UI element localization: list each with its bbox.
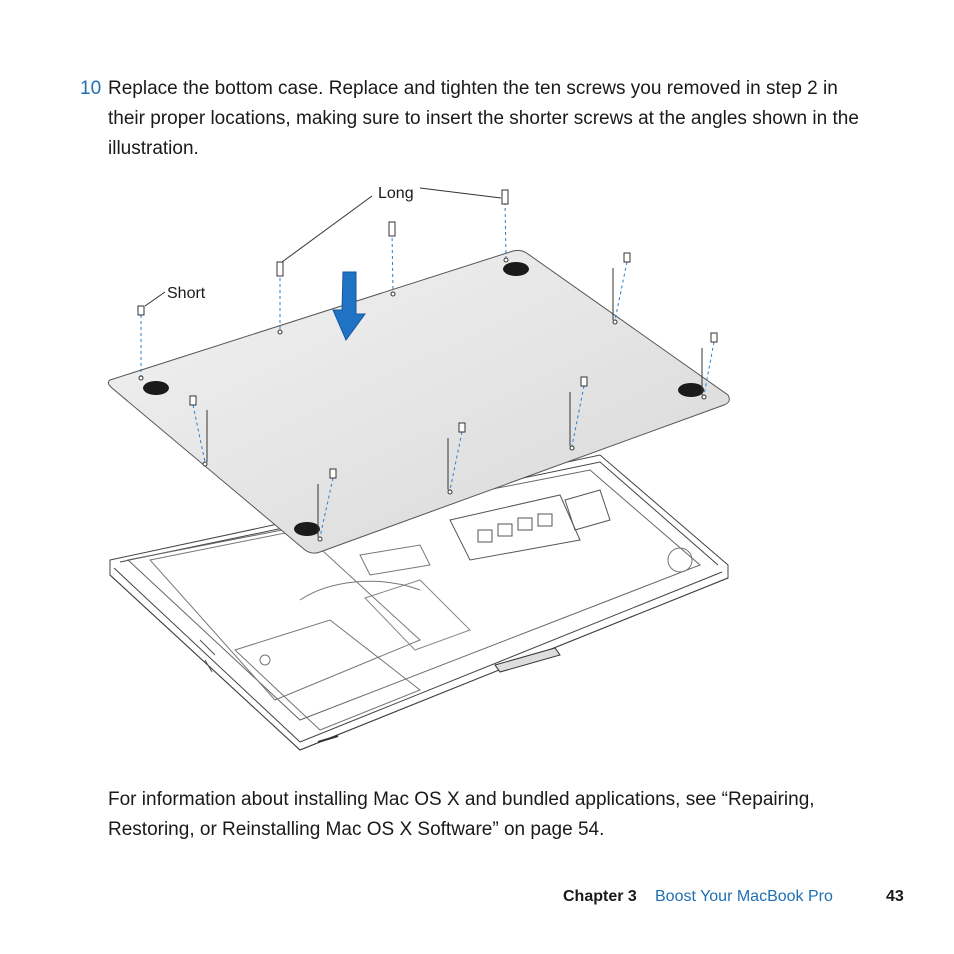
screw-angle-lines bbox=[206, 268, 703, 537]
screw-icons bbox=[137, 189, 718, 479]
screws bbox=[140, 201, 715, 538]
step-10: 10 Replace the bottom case. Replace and … bbox=[80, 74, 880, 164]
label-long: Long bbox=[378, 185, 414, 202]
step-number: 10 bbox=[80, 78, 102, 99]
step-instruction: Replace the bottom case. Replace and tig… bbox=[108, 78, 859, 159]
footer-chapter: Chapter 3 bbox=[563, 888, 637, 905]
bottom-case-panel bbox=[107, 249, 730, 554]
screw-holes bbox=[138, 257, 707, 542]
install-info-paragraph: For information about installing Mac OS … bbox=[108, 789, 815, 840]
callout-lines bbox=[144, 187, 502, 307]
footer-chapter-title: Boost Your MacBook Pro bbox=[655, 888, 833, 905]
down-arrow-icon bbox=[332, 271, 366, 342]
label-short: Short bbox=[167, 285, 206, 302]
page-footer: Chapter 3 Boost Your MacBook Pro 43 bbox=[0, 884, 954, 910]
page-number: 43 bbox=[886, 888, 904, 905]
bottom-case-illustration: Long Short bbox=[107, 185, 730, 751]
laptop-body bbox=[109, 454, 729, 751]
